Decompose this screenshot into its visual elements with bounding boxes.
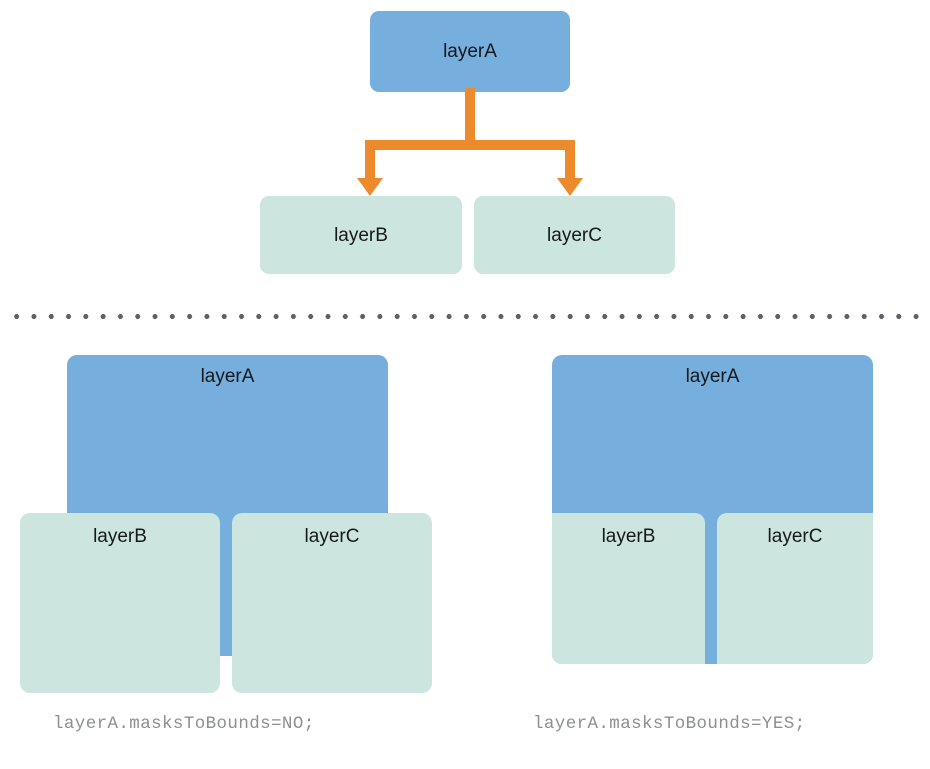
example-no-child-layerC: layerC (232, 513, 432, 693)
tree-node-layerC-label: layerC (547, 224, 602, 246)
arrow-left-head-icon (357, 178, 383, 196)
example-yes-parent-layerA: layerA layerB layerC (552, 355, 873, 664)
dotted-divider (8, 314, 922, 319)
arrow-crossbar (365, 140, 575, 150)
arrow-left-stem (365, 140, 375, 180)
example-yes-child-layerC-label: layerC (767, 526, 823, 547)
tree-node-layerA-label: layerA (443, 41, 497, 62)
arrow-right-head-icon (557, 178, 583, 196)
example-yes-parent-layerA-label: layerA (685, 366, 740, 387)
example-no-child-layerC-label: layerC (304, 526, 360, 547)
arrow-right-stem (565, 140, 575, 180)
example-yes-child-layerB-label: layerB (601, 526, 656, 547)
tree-node-layerB-label: layerB (334, 224, 388, 246)
tree-node-layerC: layerC (474, 196, 675, 274)
example-no-child-layerB-label: layerB (93, 526, 147, 547)
tree-node-layerA: layerA (370, 11, 570, 92)
example-no-child-layerB: layerB (20, 513, 220, 693)
arrow-stem (465, 88, 475, 150)
tree-node-layerB: layerB (260, 196, 462, 274)
example-yes-child-layerB: layerB (552, 513, 705, 664)
tree-connector-arrows (357, 88, 583, 196)
example-yes-child-layerC: layerC (717, 513, 873, 664)
caption-masks-to-bounds-yes: layerA.masksToBounds=YES; (533, 714, 806, 734)
example-no-parent-layerA-label: layerA (200, 366, 255, 387)
caption-masks-to-bounds-no: layerA.masksToBounds=NO; (53, 714, 315, 734)
